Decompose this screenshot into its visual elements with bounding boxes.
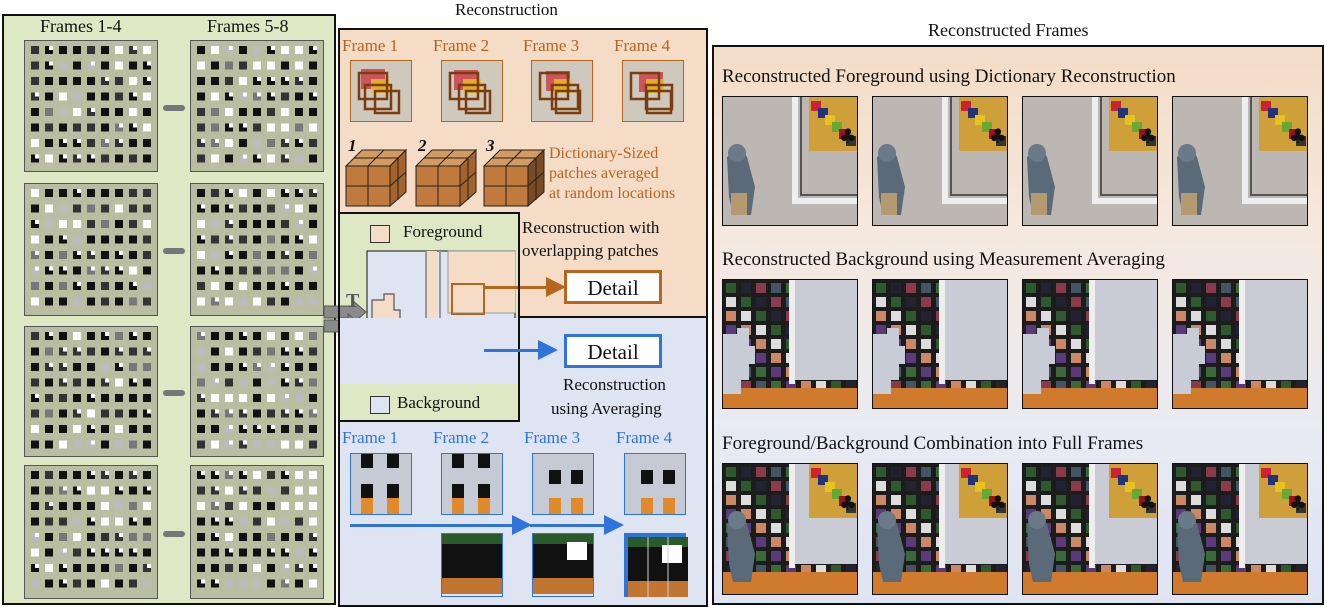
- bg-caption-line2: using Averaging: [551, 399, 662, 418]
- fg-frame-thumbnail: [531, 60, 593, 122]
- legend-background: Background: [397, 393, 481, 412]
- bg-frame-thumbnail: [532, 453, 594, 515]
- cube-number: 3: [486, 136, 495, 155]
- measurement-grid-image: [24, 326, 158, 457]
- measurement-grid-image: [190, 465, 324, 599]
- svg-text:♣: ♣: [839, 124, 857, 148]
- legend-foreground: Foreground: [403, 222, 483, 241]
- reconstruction-title: Reconstruction: [455, 0, 558, 19]
- combined-frame-image: ♣: [722, 463, 858, 595]
- bg-detail-label: Detail: [564, 334, 662, 368]
- row3-title: Foreground/Background Combination into F…: [722, 433, 1144, 454]
- background-frame-image: [722, 279, 858, 409]
- fg-detail-label: Detail: [564, 270, 662, 304]
- background-frame-image: [1172, 279, 1308, 409]
- bg-frame-label: Frame 3: [524, 428, 581, 447]
- cube-number: 1: [348, 136, 357, 155]
- grid-separator-dash: [163, 390, 185, 396]
- background-frame-image: [1022, 279, 1158, 409]
- row2-title: Reconstructed Background using Measureme…: [722, 249, 1165, 270]
- patch-cube-icon: [482, 148, 546, 208]
- grid-separator-dash: [163, 105, 185, 111]
- svg-text:♣: ♣: [989, 491, 1007, 515]
- bg-detail-arrow: [484, 349, 540, 352]
- legend-area-bg: [340, 384, 518, 420]
- timeline-arrow-2: [530, 524, 612, 527]
- bg-frame-thumbnail: [624, 453, 686, 515]
- foreground-frame-image: ♣: [1022, 96, 1158, 226]
- measurement-grid-image: [24, 183, 158, 316]
- fg-frame-label: Frame 2: [433, 36, 490, 55]
- foreground-swatch: [370, 225, 390, 243]
- svg-text:♣: ♣: [839, 491, 857, 515]
- measurement-grid-image: [190, 183, 324, 316]
- patch-cube-icon: [414, 148, 478, 208]
- svg-text:♣: ♣: [1139, 124, 1157, 148]
- foreground-frame-image: ♣: [872, 96, 1008, 226]
- bg-arrow-head-icon: [538, 340, 558, 360]
- bg-frame-label: Frame 1: [342, 428, 399, 447]
- fg-frame-label: Frame 3: [523, 36, 580, 55]
- reconstructed-frames-title: Reconstructed Frames: [928, 20, 1089, 40]
- foreground-frame-image: ♣: [1172, 96, 1308, 226]
- bg-frame-label: Frame 4: [616, 428, 673, 447]
- cube-caption-line2: patches averaged: [549, 165, 659, 182]
- combined-frame-image: ♣: [1172, 463, 1308, 595]
- svg-text:♣: ♣: [1289, 491, 1307, 515]
- bg-averaged-thumbnail: [441, 533, 503, 597]
- timeline-arrow-head-2: [604, 515, 624, 535]
- fg-caption-line1: Reconstruction with: [522, 218, 660, 237]
- measurement-grid-image: [24, 465, 158, 599]
- frames-1-4-header: Frames 1-4: [40, 16, 122, 36]
- patch-cube-icon: [344, 148, 408, 208]
- combined-frame-image: ♣: [1022, 463, 1158, 595]
- fg-frame-thumbnail: [350, 60, 412, 122]
- measurement-grid-image: [24, 40, 158, 172]
- cube-number: 2: [418, 136, 427, 155]
- bg-frame-thumbnail: [350, 453, 412, 515]
- fg-frame-thumbnail: [622, 60, 684, 122]
- frames-5-8-header: Frames 5-8: [207, 16, 289, 36]
- background-frame-image: [872, 279, 1008, 409]
- svg-text:♣: ♣: [1139, 491, 1157, 515]
- fg-arrow-head-icon: [546, 277, 566, 297]
- background-swatch: [370, 396, 390, 414]
- timeline-arrow-head-1: [512, 515, 532, 535]
- fg-detail-box: [451, 283, 485, 315]
- bg-averaged-thumbnail: [532, 533, 594, 597]
- cube-caption-line1: Dictionary-Sized: [549, 145, 659, 162]
- grid-separator-dash: [163, 531, 185, 537]
- foreground-frame-image: ♣: [722, 96, 858, 226]
- timeline-arrow-1: [350, 524, 520, 527]
- svg-text:♣: ♣: [989, 124, 1007, 148]
- bg-frame-label: Frame 2: [433, 428, 490, 447]
- measurement-grid-image: [190, 40, 324, 172]
- bg-frame-thumbnail: [441, 453, 503, 515]
- bg-caption-line1: Reconstruction: [563, 375, 666, 394]
- row1-title: Reconstructed Foreground using Dictionar…: [722, 66, 1176, 87]
- fg-frame-thumbnail: [441, 60, 503, 122]
- fg-frame-label: Frame 1: [342, 36, 399, 55]
- segmentation-box-overlay: [338, 212, 520, 422]
- fg-caption-line2: overlapping patches: [522, 241, 659, 260]
- svg-text:♣: ♣: [1289, 124, 1307, 148]
- grid-separator-dash: [163, 248, 185, 254]
- cube-caption-line3: at random locations: [549, 185, 676, 202]
- bg-averaged-thumbnail: [624, 533, 688, 597]
- fg-frame-label: Frame 4: [614, 36, 671, 55]
- measurement-grid-image: [190, 326, 324, 457]
- transpose-label: T: [346, 290, 360, 312]
- combined-frame-image: ♣: [872, 463, 1008, 595]
